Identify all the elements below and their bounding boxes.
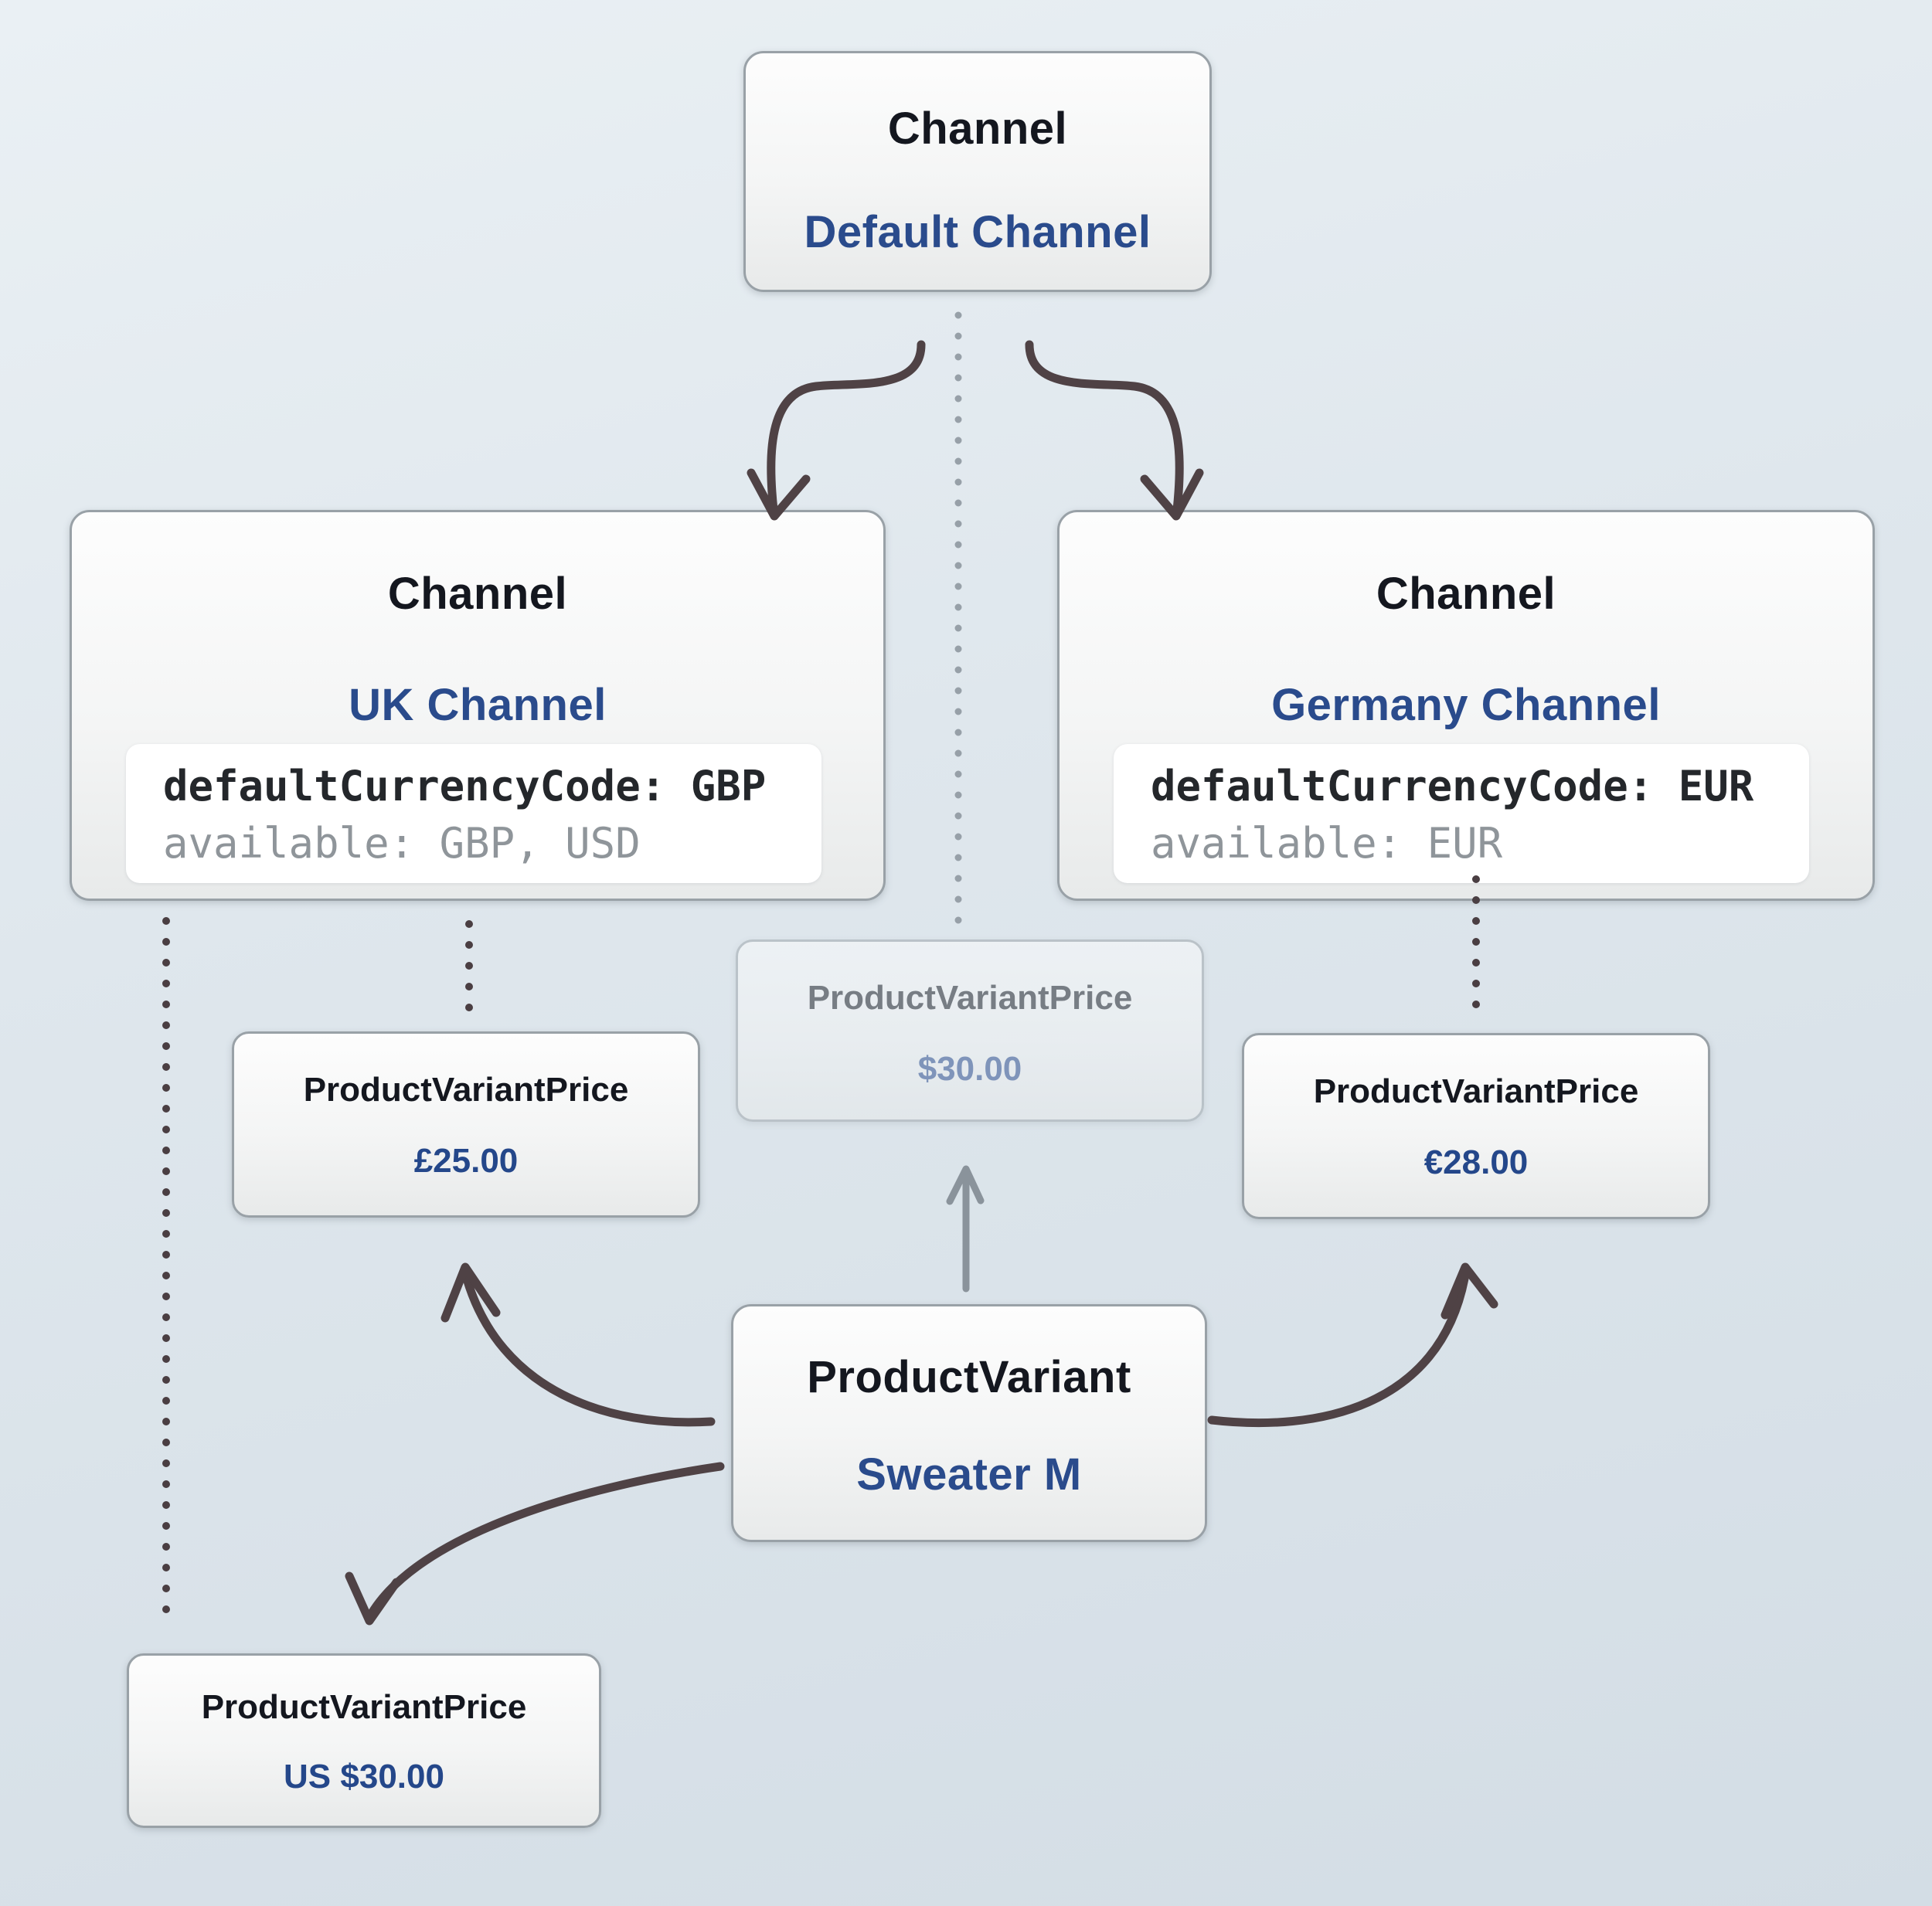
uk-price-value: £25.00 [413,1142,519,1180]
germany-default-currency-code: defaultCurrencyCode: EUR [1151,762,1754,810]
usd-price-value: US $30.00 [284,1758,444,1796]
uk-channel-type-label: Channel [387,569,568,619]
germany-available-currencies: available: EUR [1151,819,1503,868]
node-default-channel: Channel Default Channel [743,51,1212,292]
germany-price-value: €28.00 [1423,1143,1529,1181]
arrow-product-variant-to-usd-price [345,1462,725,1626]
uk-available-currencies: available: GBP, USD [163,819,641,868]
product-variant-name: Sweater M [856,1449,1082,1500]
uk-channel-name: UK Channel [349,680,607,730]
product-variant-type-label: ProductVariant [807,1352,1131,1402]
default-price-type-label: ProductVariantPrice [807,979,1133,1017]
germany-channel-currency-panel: defaultCurrencyCode: EUR available: EUR [1114,744,1809,883]
default-channel-type-label: Channel [887,104,1068,154]
node-usd-price: ProductVariantPrice US $30.00 [127,1653,601,1828]
node-uk-price: ProductVariantPrice £25.00 [232,1031,700,1218]
default-price-value: $30.00 [917,1050,1022,1088]
node-germany-price: ProductVariantPrice €28.00 [1242,1033,1710,1219]
arrow-product-variant-to-uk-price [440,1262,716,1427]
germany-channel-name: Germany Channel [1271,680,1661,730]
node-germany-channel: Channel Germany Channel defaultCurrencyC… [1057,510,1875,901]
uk-price-type-label: ProductVariantPrice [303,1071,629,1109]
node-default-channel-price: ProductVariantPrice $30.00 [736,939,1204,1122]
node-product-variant: ProductVariant Sweater M [731,1304,1207,1542]
arrow-default-channel-to-germany-channel [1025,340,1204,521]
arrow-product-variant-to-germany-price [1207,1262,1498,1428]
usd-price-type-label: ProductVariantPrice [201,1688,527,1726]
germany-channel-type-label: Channel [1376,569,1556,619]
default-channel-name: Default Channel [804,207,1151,257]
uk-default-currency-code: defaultCurrencyCode: GBP [163,762,767,810]
arrow-default-channel-to-uk-channel [747,340,926,521]
germany-price-type-label: ProductVariantPrice [1313,1072,1639,1110]
node-uk-channel: Channel UK Channel defaultCurrencyCode: … [70,510,886,901]
arrow-product-variant-to-default-price [946,1165,985,1293]
uk-channel-currency-panel: defaultCurrencyCode: GBP available: GBP,… [126,744,821,883]
